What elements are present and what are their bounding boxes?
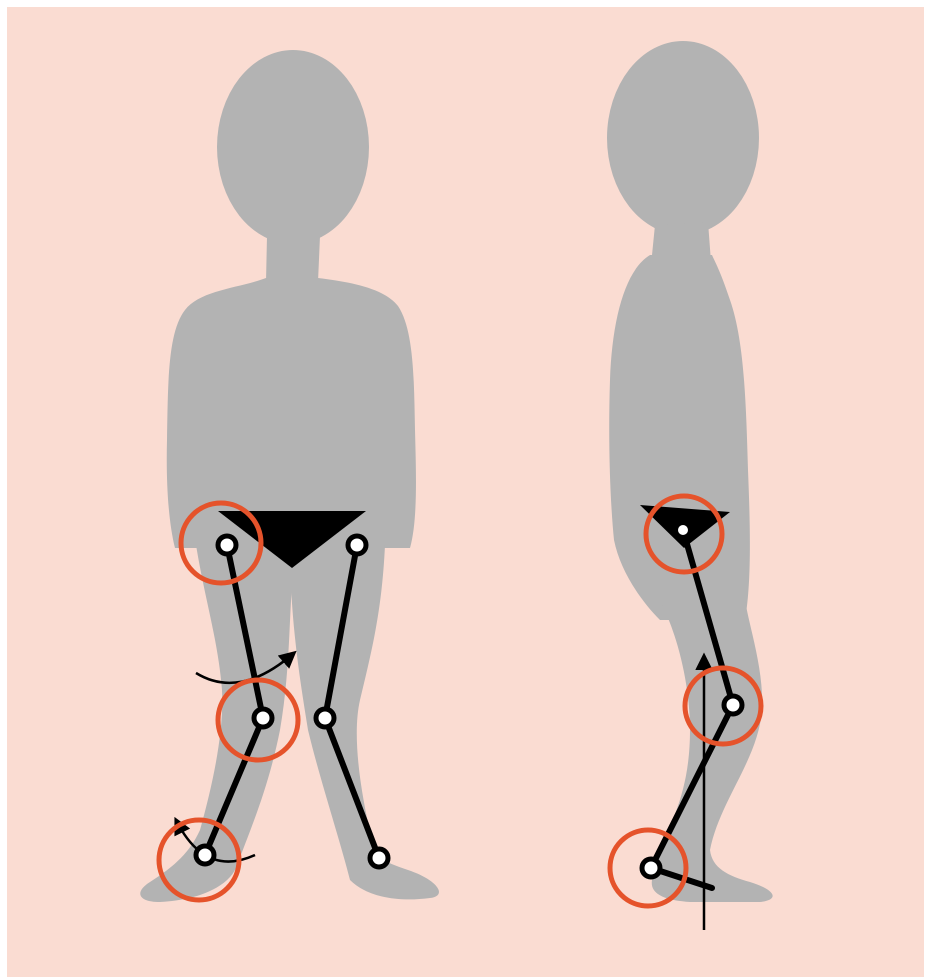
side-ankle-joint: [642, 859, 660, 877]
side-hip-joint: [677, 524, 689, 536]
side-knee-joint: [724, 696, 742, 714]
front-left-hip-joint: [348, 536, 366, 554]
side-head: [607, 41, 759, 235]
front-neck: [266, 236, 320, 282]
front-left-knee-joint: [316, 709, 334, 727]
side-torso: [609, 255, 750, 620]
front-right-knee-joint: [254, 709, 272, 727]
front-right-ankle-joint: [196, 846, 214, 864]
front-head: [217, 50, 369, 244]
front-left-ankle-joint: [370, 849, 388, 867]
background-panel: [7, 7, 924, 977]
front-right-hip-joint: [218, 536, 236, 554]
